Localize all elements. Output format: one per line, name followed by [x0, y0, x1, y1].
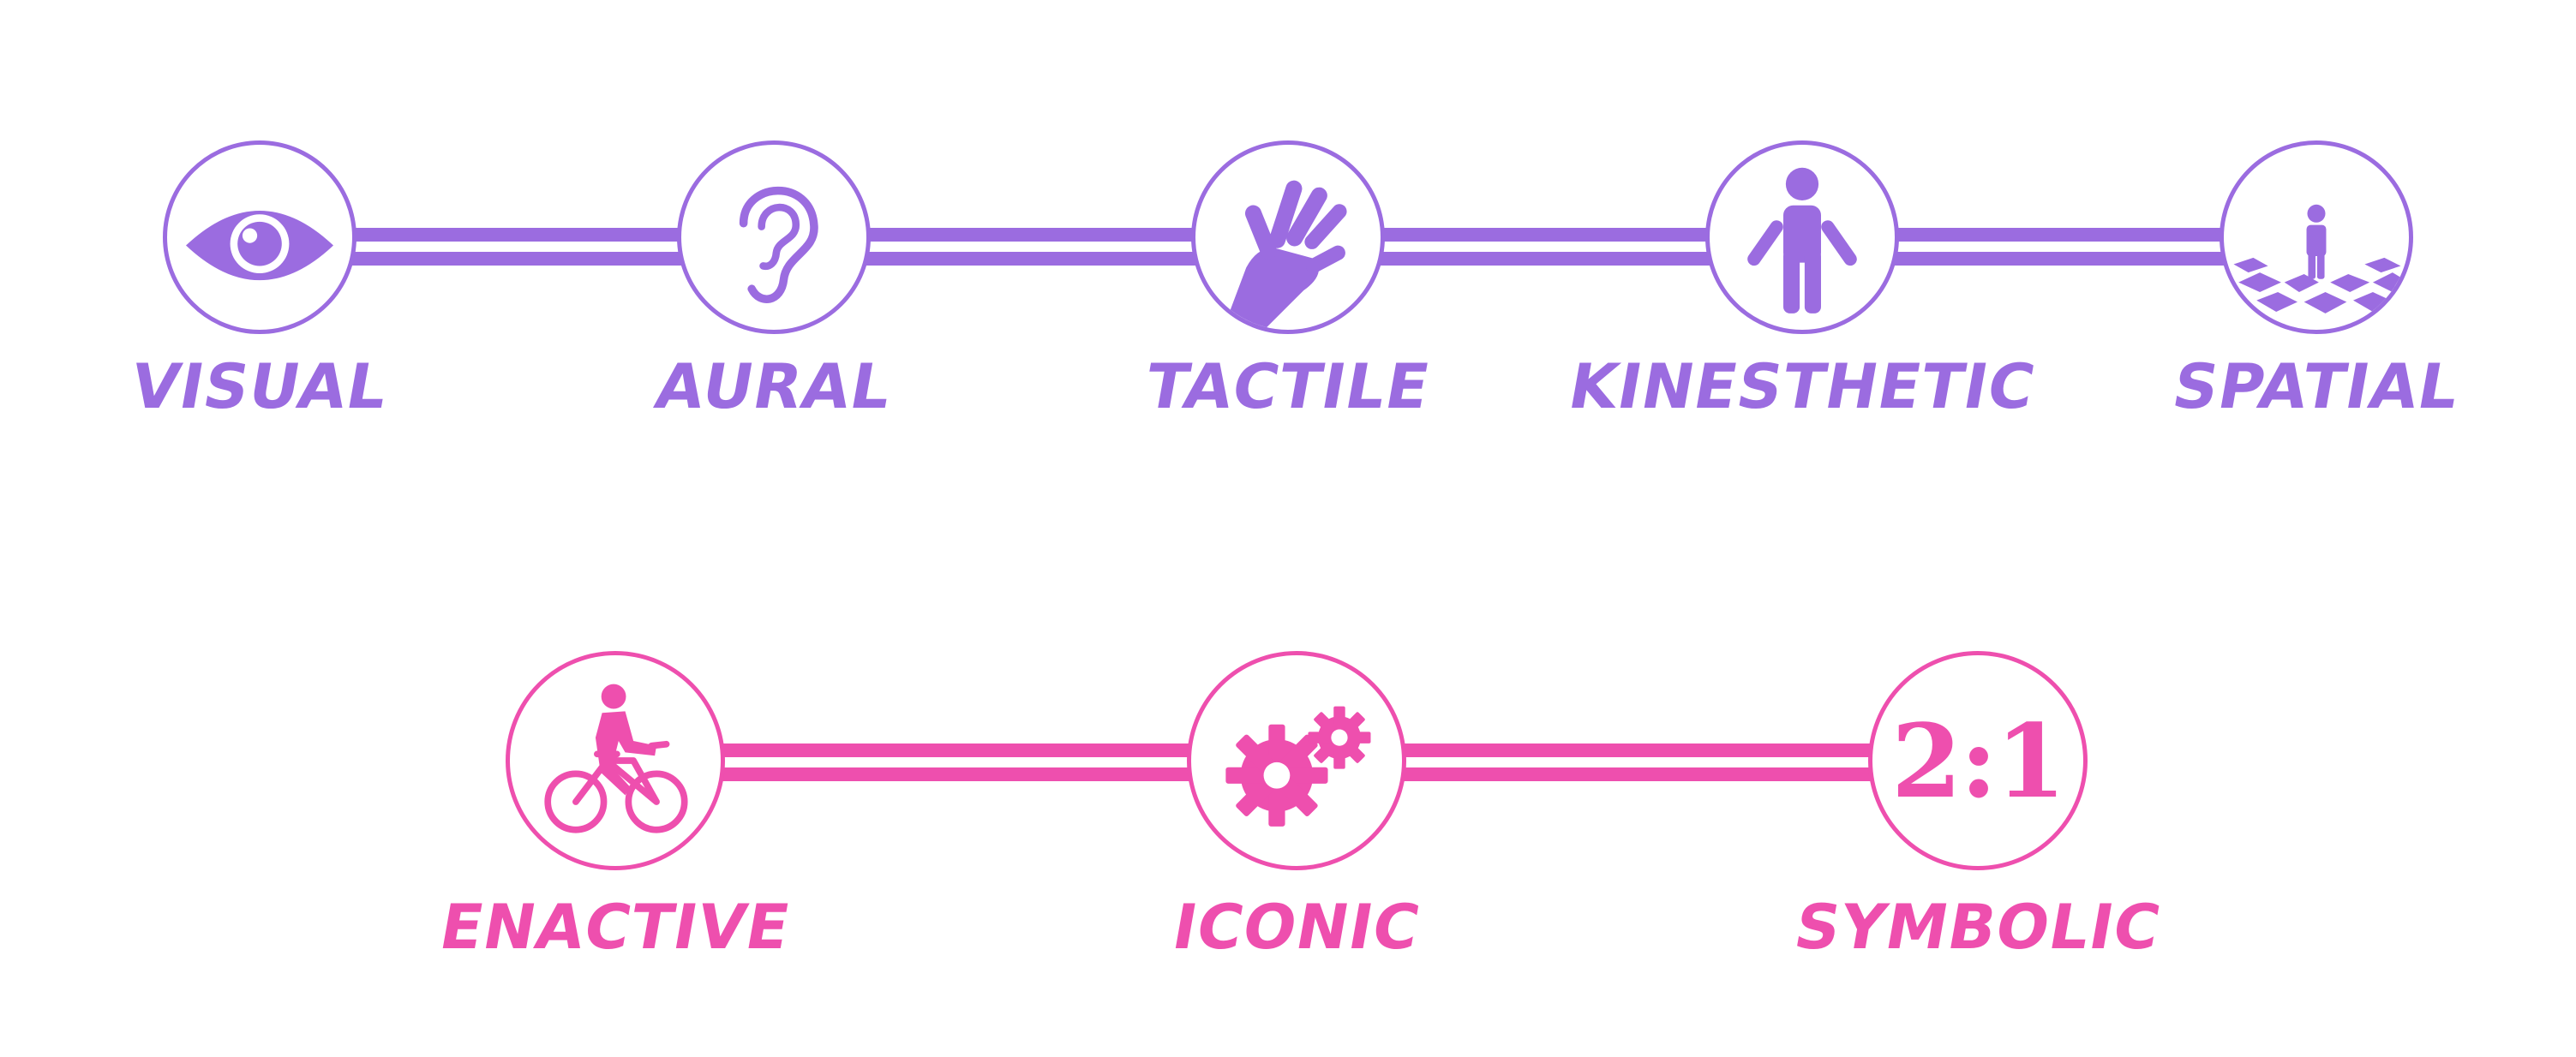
ear-icon — [739, 186, 818, 303]
node-iconic-label: ICONIC — [1167, 891, 1426, 963]
connector-iconic-symbolic — [1397, 743, 1877, 781]
node-enactive: ENACTIVE — [434, 651, 796, 963]
cyclist-icon — [544, 684, 688, 833]
node-spatial-circle — [2220, 140, 2413, 334]
node-visual: VISUAL — [125, 140, 394, 422]
node-spatial: SPATIAL — [2167, 140, 2465, 422]
connector-aural-tactile — [866, 228, 1208, 266]
ratio-symbol-icon: 2:1 — [1891, 701, 2066, 821]
node-visual-circle — [163, 140, 356, 334]
node-iconic-circle — [1187, 651, 1406, 870]
node-tactile-circle — [1191, 140, 1385, 334]
eye-icon — [185, 210, 334, 281]
hand-icon — [1226, 180, 1347, 329]
node-kinesthetic: KINESTHETIC — [1564, 140, 2040, 422]
node-aural-circle — [677, 140, 871, 334]
node-aural: AURAL — [650, 140, 897, 422]
gears-icon — [1225, 706, 1371, 827]
connector-tactile-kinesthetic — [1380, 228, 1722, 266]
node-enactive-circle — [506, 651, 725, 870]
node-tactile: TACTILE — [1141, 140, 1435, 422]
connector-kinesthetic-spatial — [1894, 228, 2237, 266]
person-on-grid-icon — [2233, 204, 2409, 314]
person-icon — [1747, 167, 1857, 314]
node-symbolic: 2:1 SYMBOLIC — [1789, 651, 2166, 963]
node-symbolic-circle: 2:1 — [1868, 651, 2088, 870]
node-symbolic-label: SYMBOLIC — [1788, 891, 2167, 963]
connector-visual-aural — [351, 228, 694, 266]
node-enactive-label: ENACTIVE — [434, 891, 796, 963]
connector-enactive-iconic — [716, 743, 1195, 781]
node-kinesthetic-circle — [1705, 140, 1899, 334]
node-iconic: ICONIC — [1167, 651, 1426, 963]
